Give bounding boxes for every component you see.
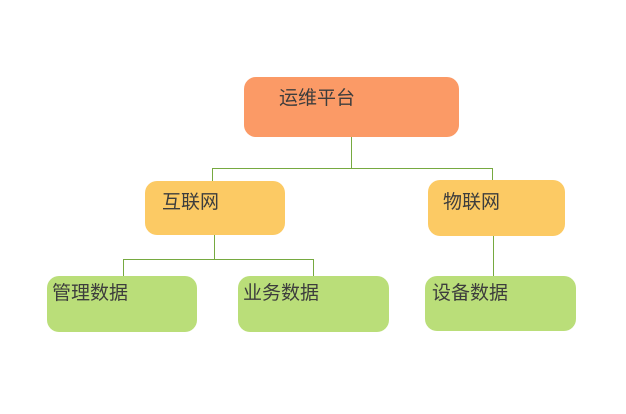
node-iot[interactable]: 物联网 — [428, 180, 565, 236]
connector-internet-stem — [214, 235, 215, 259]
connector-internet-to-biz — [313, 259, 314, 276]
node-device-label: 设备数据 — [432, 283, 509, 304]
node-internet-label: 互联网 — [162, 192, 220, 213]
node-mgmt[interactable]: 管理数据 — [47, 276, 197, 332]
connector-iot-to-device — [493, 236, 494, 276]
connector-root-to-internet — [212, 168, 213, 181]
node-mgmt-label: 管理数据 — [52, 283, 129, 304]
connector-root-stem — [351, 137, 352, 168]
node-root[interactable]: 运维平台 — [244, 77, 459, 137]
connector-root-to-iot — [492, 168, 493, 180]
connector-internet-bar — [123, 259, 314, 260]
node-iot-label: 物联网 — [443, 192, 501, 213]
connector-internet-to-mgmt — [123, 259, 124, 276]
node-biz[interactable]: 业务数据 — [238, 276, 389, 332]
node-root-label: 运维平台 — [279, 88, 356, 109]
node-internet[interactable]: 互联网 — [145, 181, 285, 235]
node-device[interactable]: 设备数据 — [425, 276, 576, 331]
node-biz-label: 业务数据 — [243, 283, 320, 304]
connector-root-bar — [212, 168, 493, 169]
